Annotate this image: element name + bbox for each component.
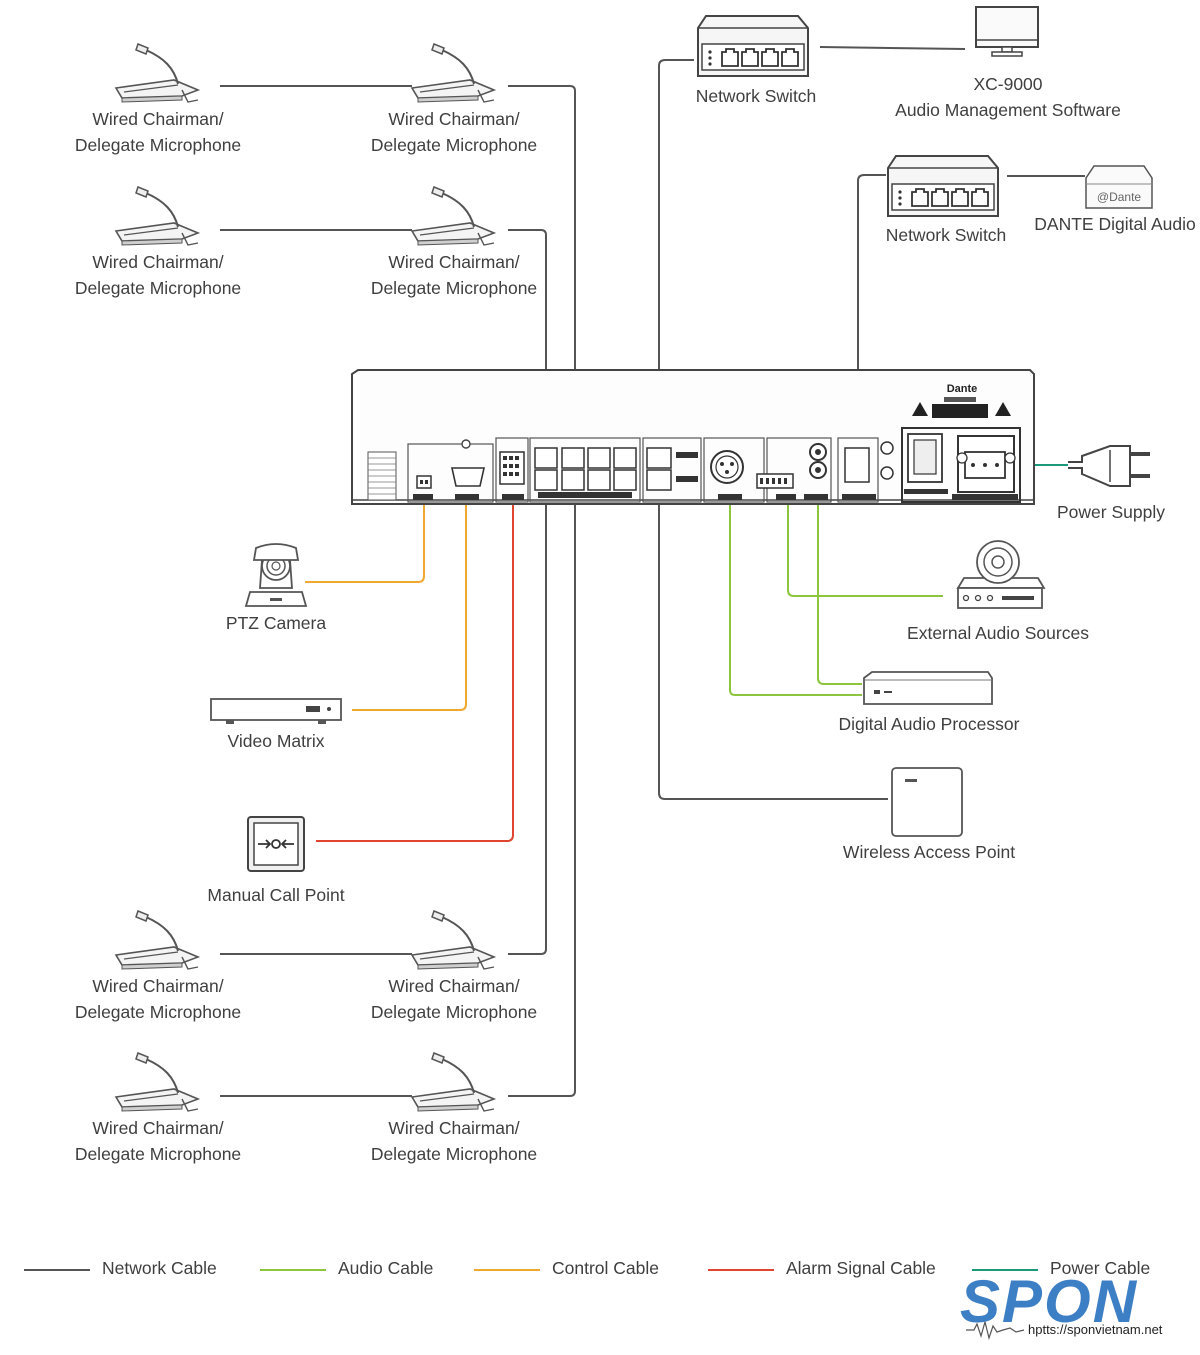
host-brand: Dante bbox=[947, 383, 978, 395]
dante-label: DANTE Digital Audio bbox=[1034, 214, 1196, 234]
mic-label-line1: Wired Chairman/ bbox=[92, 252, 224, 272]
brand-name: SPON bbox=[960, 1268, 1139, 1335]
mic-label-line2: Delegate Microphone bbox=[370, 1002, 538, 1022]
mic-label: Wired Chairman/ Delegate Microphone bbox=[58, 106, 258, 158]
host-unit: Dante bbox=[351, 369, 1035, 505]
mic-label-line1: Wired Chairman/ bbox=[92, 109, 224, 129]
mic-label-line2: Delegate Microphone bbox=[370, 1144, 538, 1164]
brand-logo: SPON hptts://sponvietnam.net bbox=[960, 1270, 1185, 1350]
mic-label-line2: Delegate Microphone bbox=[370, 135, 538, 155]
digital-audio-processor-label: Digital Audio Processor bbox=[838, 714, 1020, 734]
mic-label: Wired Chairman/ Delegate Microphone bbox=[354, 106, 554, 158]
mic-label: Wired Chairman/ Delegate Microphone bbox=[58, 1115, 258, 1167]
manual-call-point-label: Manual Call Point bbox=[207, 885, 345, 905]
network-switch-icon bbox=[887, 155, 999, 217]
brand-wave-icon bbox=[966, 1319, 1025, 1341]
microphone-icon bbox=[411, 43, 495, 103]
external-audio-label: External Audio Sources bbox=[907, 623, 1089, 643]
mic-label-line2: Delegate Microphone bbox=[74, 1002, 242, 1022]
xc9000-label-line1: XC-9000 bbox=[973, 74, 1043, 94]
microphone-icon bbox=[411, 910, 495, 970]
mic-label-line1: Wired Chairman/ bbox=[388, 976, 520, 996]
power-plug-icon bbox=[1068, 445, 1150, 487]
ptz-camera-icon bbox=[244, 543, 308, 607]
video-matrix-icon bbox=[210, 698, 342, 724]
mic-label-line2: Delegate Microphone bbox=[74, 1144, 242, 1164]
xc9000-label: XC-9000 Audio Management Software bbox=[878, 71, 1138, 123]
legend-alarm-label: Alarm Signal Cable bbox=[786, 1258, 936, 1278]
microphone-icon bbox=[411, 186, 495, 246]
mic-label: Wired Chairman/ Delegate Microphone bbox=[354, 1115, 554, 1167]
mic-label: Wired Chairman/ Delegate Microphone bbox=[58, 249, 258, 301]
power-supply-label: Power Supply bbox=[1057, 502, 1165, 522]
mic-label-line1: Wired Chairman/ bbox=[92, 1118, 224, 1138]
legend-control-label: Control Cable bbox=[552, 1258, 659, 1278]
microphone-icon bbox=[115, 43, 199, 103]
alarm-cable bbox=[316, 500, 514, 842]
wireless-ap-label: Wireless Access Point bbox=[842, 842, 1016, 862]
external-audio-source-icon bbox=[956, 540, 1046, 609]
manual-call-point-icon bbox=[247, 816, 305, 872]
microphone-icon bbox=[115, 1052, 199, 1112]
mic-label-line1: Wired Chairman/ bbox=[388, 252, 520, 272]
brand-url[interactable]: hptts://sponvietnam.net bbox=[1028, 1322, 1163, 1337]
legend-power-label: Power Cable bbox=[1050, 1258, 1151, 1278]
mic-label: Wired Chairman/ Delegate Microphone bbox=[58, 973, 258, 1025]
mic-label: Wired Chairman/ Delegate Microphone bbox=[354, 249, 554, 301]
network-switch-icon bbox=[697, 15, 809, 77]
mic-label-line1: Wired Chairman/ bbox=[388, 1118, 520, 1138]
network-switch-label: Network Switch bbox=[695, 86, 817, 106]
network-switch-label: Network Switch bbox=[885, 225, 1007, 245]
mic-label-line2: Delegate Microphone bbox=[370, 278, 538, 298]
monitor-icon bbox=[975, 6, 1039, 57]
mic-label-line1: Wired Chairman/ bbox=[92, 976, 224, 996]
dante-box-logo: @Dante bbox=[1097, 190, 1142, 204]
digital-audio-processor-icon bbox=[863, 671, 993, 705]
ptz-camera-label: PTZ Camera bbox=[225, 613, 327, 633]
audio-cable bbox=[729, 500, 943, 696]
xc9000-label-line2: Audio Management Software bbox=[895, 100, 1121, 120]
legend-audio-label: Audio Cable bbox=[338, 1258, 434, 1278]
microphone-icon bbox=[115, 186, 199, 246]
legend-network-label: Network Cable bbox=[102, 1258, 217, 1278]
mic-label-line2: Delegate Microphone bbox=[74, 135, 242, 155]
microphone-icon bbox=[411, 1052, 495, 1112]
mic-label-line2: Delegate Microphone bbox=[74, 278, 242, 298]
mic-label-line1: Wired Chairman/ bbox=[388, 109, 520, 129]
microphone-icon bbox=[115, 910, 199, 970]
dante-device-icon: @Dante bbox=[1085, 165, 1153, 209]
mic-label: Wired Chairman/ Delegate Microphone bbox=[354, 973, 554, 1025]
control-cable bbox=[305, 500, 467, 711]
video-matrix-label: Video Matrix bbox=[227, 731, 325, 751]
wireless-access-point-icon bbox=[891, 767, 963, 837]
